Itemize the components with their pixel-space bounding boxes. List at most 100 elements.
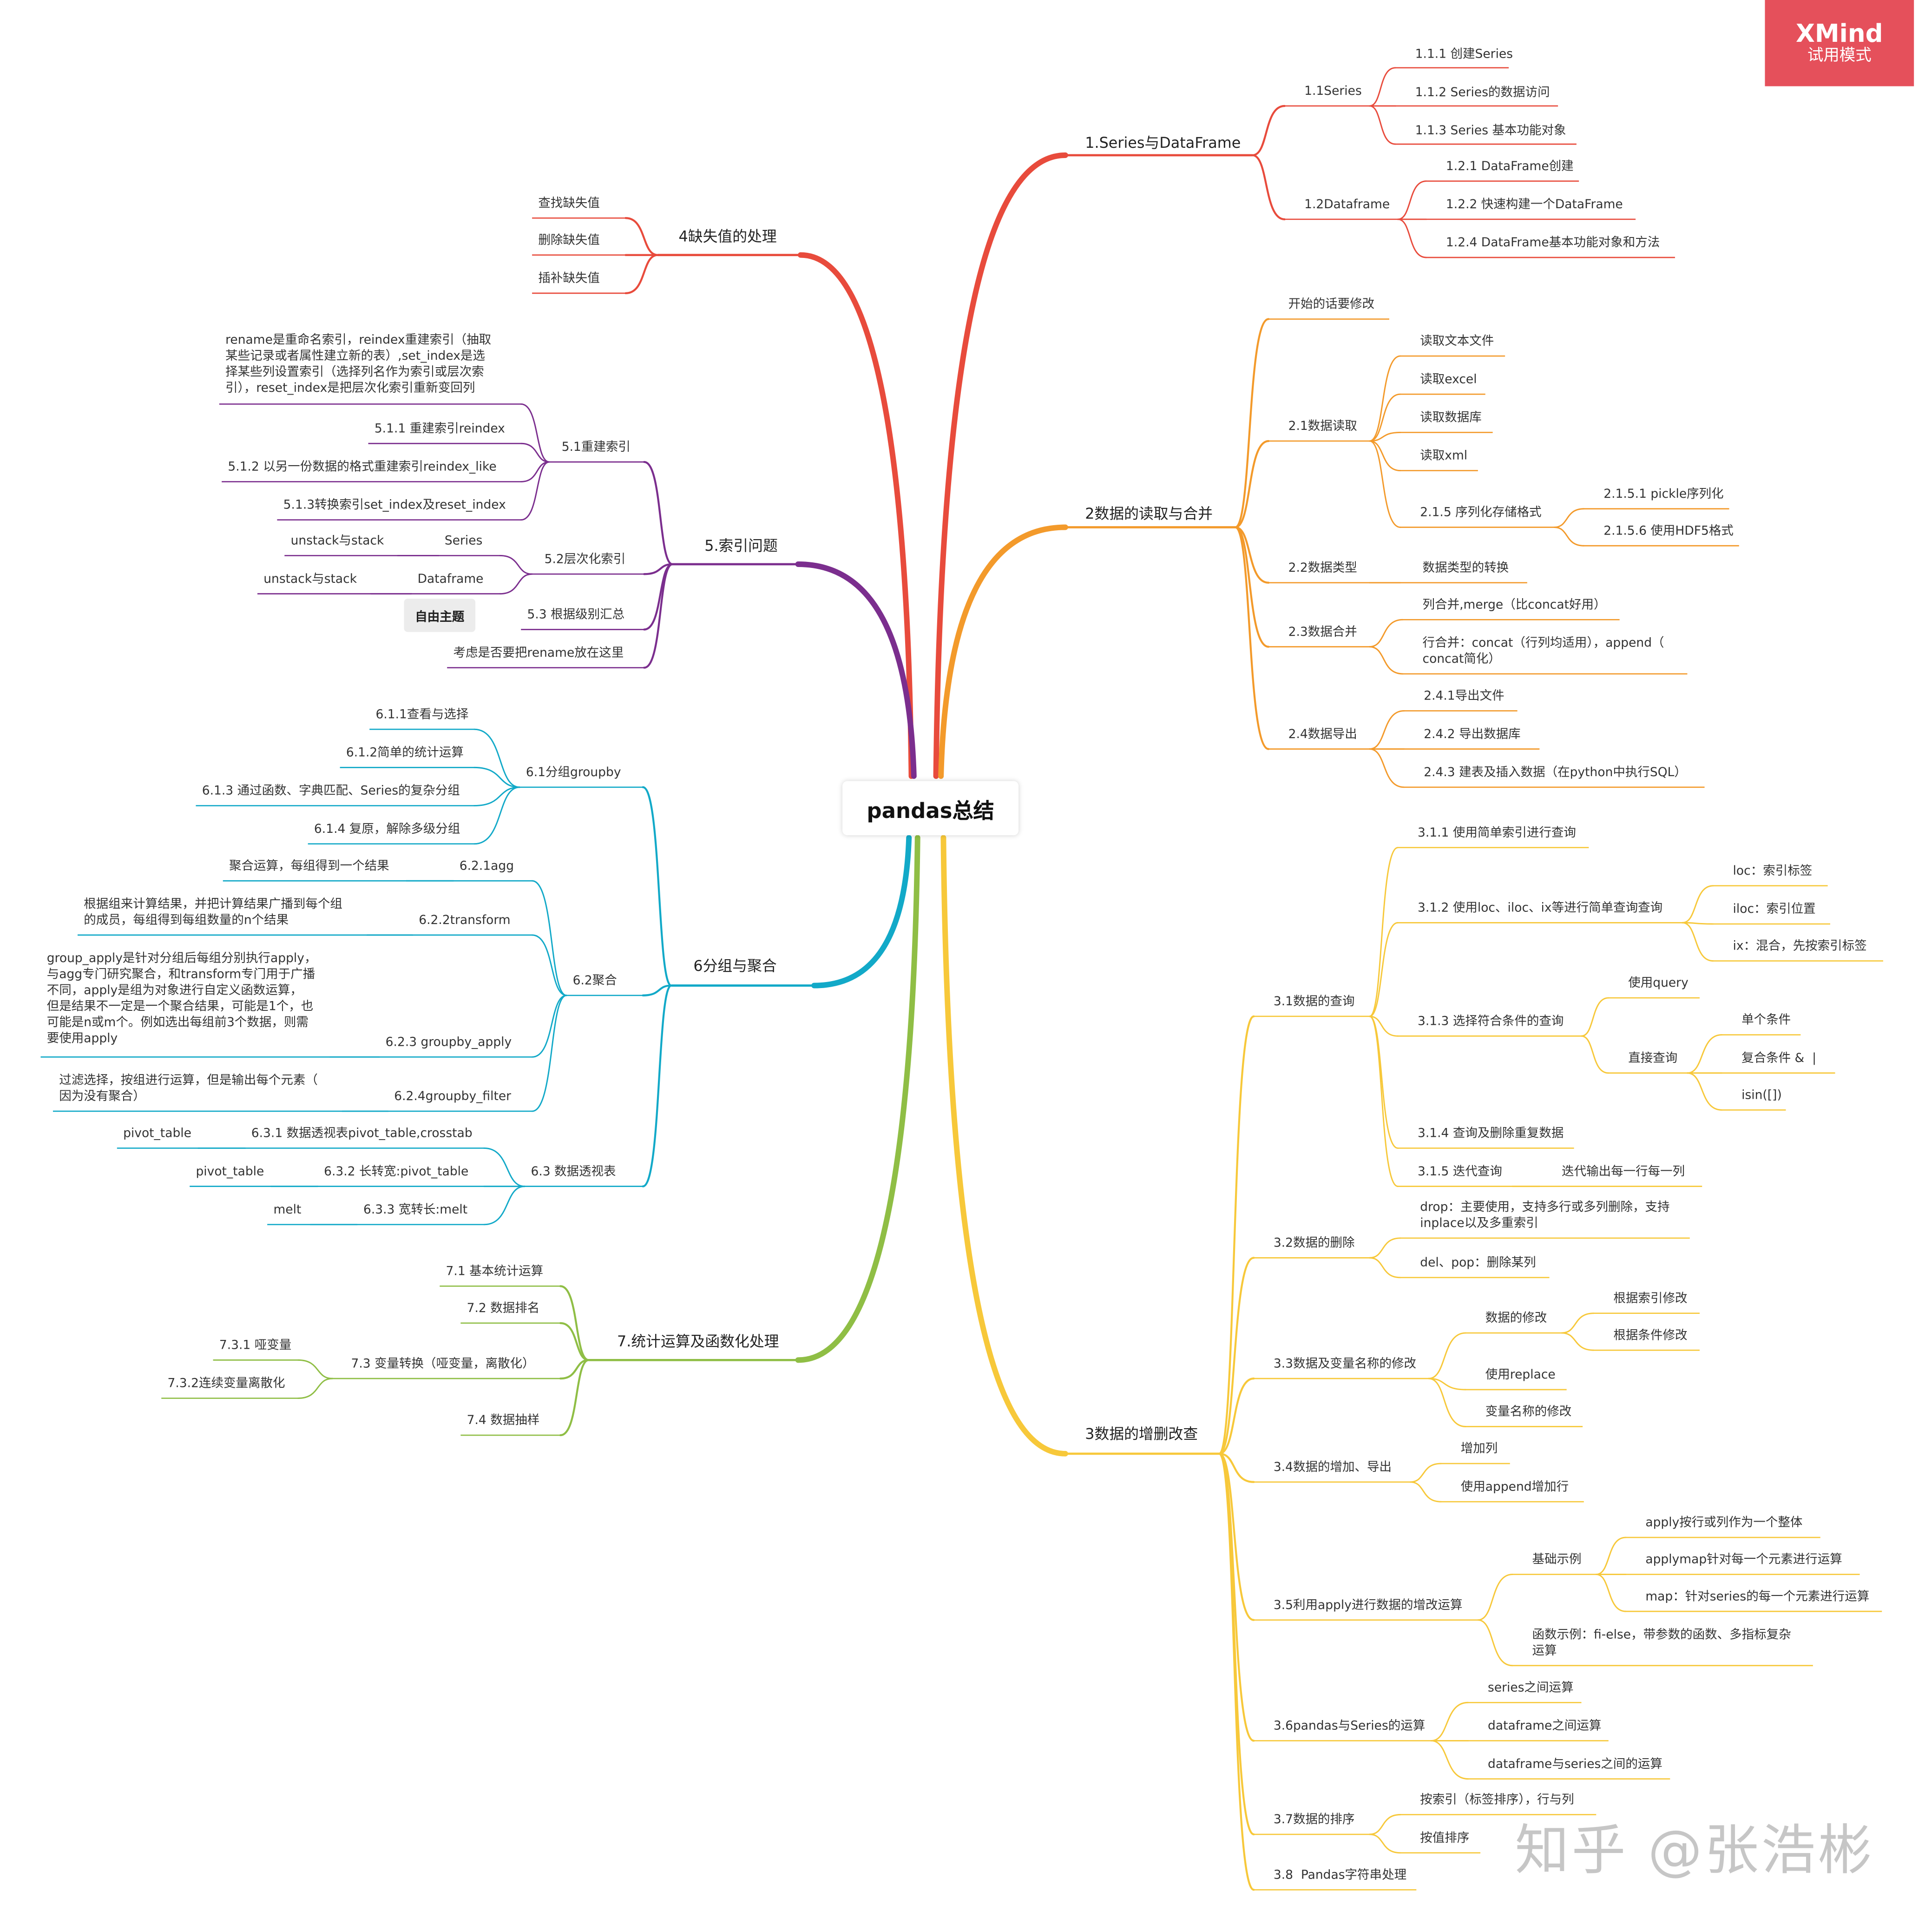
topic-b6-3[interactable]: 6.3 数据透视表 bbox=[531, 1165, 616, 1179]
topic-b3-5-1b[interactable]: applymap针对每一个元素进行运算 bbox=[1645, 1553, 1842, 1567]
topic-b3-3-2[interactable]: 使用replace bbox=[1485, 1368, 1556, 1383]
topic-b5-1-2[interactable]: 5.1.2 以另一份数据的格式重建索引reindex_like bbox=[228, 461, 497, 475]
topic-b1[interactable]: 1.Series与DataFrame bbox=[1085, 134, 1241, 152]
topic-b5-3[interactable]: 5.3 根据级别汇总 bbox=[527, 608, 625, 622]
topic-b1-2-1[interactable]: 1.2.1 DataFrame创建 bbox=[1445, 160, 1574, 174]
topic-b3-5-1c[interactable]: map：针对series的每一个元素进行运算 bbox=[1645, 1590, 1870, 1604]
topic-b3-1-3b1[interactable]: 单个条件 bbox=[1741, 1014, 1791, 1028]
topic-b2-1-2[interactable]: 读取excel bbox=[1420, 373, 1477, 387]
topic-b3-3[interactable]: 3.3数据及变量名称的修改 bbox=[1273, 1358, 1417, 1372]
topic-b3-1-3[interactable]: 3.1.3 选择符合条件的查询 bbox=[1417, 1015, 1564, 1029]
topic-b7-1[interactable]: 7.1 基本统计运算 bbox=[446, 1265, 544, 1279]
topic-b3-7-2[interactable]: 按值排序 bbox=[1420, 1832, 1470, 1846]
topic-b2[interactable]: 2数据的读取与合并 bbox=[1085, 505, 1213, 522]
topic-b2-3-1[interactable]: 列合并,merge（比concat好用） bbox=[1422, 599, 1606, 613]
topic-b3-3-1b[interactable]: 根据条件修改 bbox=[1613, 1329, 1688, 1343]
topic-b3-4-1[interactable]: 增加列 bbox=[1460, 1442, 1498, 1457]
topic-b6-2-2a[interactable]: 根据组来计算结果，并把计算结果广播到每个组 的成员，每组得到每组数量的n个结果 bbox=[84, 898, 342, 928]
topic-b3-1-3a[interactable]: 使用query bbox=[1628, 977, 1688, 991]
topic-b2-4-3[interactable]: 2.4.3 建表及插入数据（在python中执行SQL） bbox=[1424, 766, 1687, 780]
topic-b3-1-2b[interactable]: iloc：索引位置 bbox=[1733, 903, 1816, 917]
topic-b6-1-1[interactable]: 6.1.1查看与选择 bbox=[375, 708, 469, 722]
topic-b3-5-2[interactable]: 函数示例：fi-else，带参数的函数、多指标复杂 运算 bbox=[1532, 1629, 1791, 1658]
topic-b7-3[interactable]: 7.3 变量转换（哑变量，离散化） bbox=[351, 1358, 535, 1372]
topic-b3-6[interactable]: 3.6pandas与Series的运算 bbox=[1273, 1720, 1426, 1734]
topic-b1-1[interactable]: 1.1Series bbox=[1304, 85, 1362, 99]
topic-b2-1-5-6[interactable]: 2.1.5.6 使用HDF5格式 bbox=[1603, 525, 1734, 539]
topic-b5-2-2[interactable]: Dataframe bbox=[417, 573, 484, 587]
topic-b5-4[interactable]: 考虑是否要把rename放在这里 bbox=[453, 646, 624, 660]
topic-b6-2-4a[interactable]: 过滤选择，按组进行运算，但是输出每个元素（ 因为没有聚合） bbox=[59, 1074, 318, 1104]
topic-b3-1-5a[interactable]: 迭代输出每一行每一列 bbox=[1562, 1165, 1685, 1179]
xmind-trial-badge[interactable]: XMind 试用模式 bbox=[1765, 0, 1914, 86]
topic-b6-3-3[interactable]: 6.3.3 宽转长:melt bbox=[363, 1203, 468, 1217]
topic-b6-2-3[interactable]: 6.2.3 groupby_apply bbox=[385, 1036, 512, 1050]
topic-b2-1-3[interactable]: 读取数据库 bbox=[1420, 411, 1482, 425]
topic-b2-1-4[interactable]: 读取xml bbox=[1420, 449, 1468, 463]
topic-b6-1-4[interactable]: 6.1.4 复原，解除多级分组 bbox=[314, 823, 460, 837]
topic-b5-1-1[interactable]: 5.1.1 重建索引reindex bbox=[374, 422, 505, 436]
topic-b6-3-3a[interactable]: melt bbox=[273, 1203, 302, 1217]
topic-b5[interactable]: 5.索引问题 bbox=[704, 537, 778, 554]
topic-b3-6-2[interactable]: dataframe之间运算 bbox=[1488, 1720, 1602, 1734]
topic-b3-5-1[interactable]: 基础示例 bbox=[1532, 1553, 1582, 1567]
topic-b6-3-1[interactable]: 6.3.1 数据透视表pivot_table,crosstab bbox=[251, 1127, 473, 1141]
topic-b2-3[interactable]: 2.3数据合并 bbox=[1288, 626, 1357, 640]
topic-b1-2-2[interactable]: 1.2.2 快速构建一个DataFrame bbox=[1445, 198, 1623, 212]
topic-b2-1-1[interactable]: 读取文本文件 bbox=[1420, 335, 1494, 349]
topic-b6-2-2[interactable]: 6.2.2transform bbox=[419, 914, 511, 928]
topic-b6-2-4[interactable]: 6.2.4groupby_filter bbox=[394, 1090, 512, 1104]
topic-b2-3-2[interactable]: 行合并：concat（行列均适用），append（ concat简化） bbox=[1422, 637, 1664, 667]
topic-b6-2-3a[interactable]: group_apply是针对分组后每组分别执行apply， 与agg专门研究聚合… bbox=[46, 952, 317, 1046]
topic-b6-3-2a[interactable]: pivot_table bbox=[196, 1165, 264, 1179]
topic-b3-5-1a[interactable]: apply按行或列作为一个整体 bbox=[1645, 1517, 1803, 1530]
central-topic[interactable]: pandas总结 bbox=[842, 781, 1019, 836]
topic-b3-2-2[interactable]: del、pop：删除某列 bbox=[1420, 1256, 1536, 1270]
topic-b6-3-2[interactable]: 6.3.2 长转宽:pivot_table bbox=[324, 1165, 469, 1179]
topic-b6-2-1[interactable]: 6.2.1agg bbox=[459, 860, 514, 874]
topic-b7-3-1[interactable]: 7.3.1 哑变量 bbox=[219, 1339, 292, 1353]
topic-b3-8[interactable]: 3.8 Pandas字符串处理 bbox=[1273, 1869, 1407, 1883]
topic-b1-1-1[interactable]: 1.1.1 创建Series bbox=[1415, 48, 1513, 62]
topic-b3-1-3b2[interactable]: 复合条件 & | bbox=[1741, 1052, 1816, 1066]
topic-b4[interactable]: 4缺失值的处理 bbox=[678, 228, 777, 245]
topic-b6-1-2[interactable]: 6.1.2简单的统计运算 bbox=[346, 746, 464, 760]
topic-b5-1-0[interactable]: rename是重命名索引，reindex重建索引（抽取 某些记录或者属性建立新的… bbox=[225, 334, 492, 396]
topic-b3-3-1a[interactable]: 根据索引修改 bbox=[1613, 1292, 1688, 1306]
topic-b3[interactable]: 3数据的增删改查 bbox=[1085, 1425, 1198, 1443]
topic-b3-1-3b3[interactable]: isin([]) bbox=[1741, 1089, 1782, 1103]
topic-b4-1[interactable]: 查找缺失值 bbox=[538, 197, 600, 211]
topic-b5-1[interactable]: 5.1重建索引 bbox=[561, 441, 631, 455]
topic-b2-4-1[interactable]: 2.4.1导出文件 bbox=[1424, 690, 1505, 704]
topic-b7-3-2[interactable]: 7.3.2连续变量离散化 bbox=[167, 1377, 285, 1391]
topic-b4-2[interactable]: 删除缺失值 bbox=[538, 234, 600, 248]
topic-b3-1[interactable]: 3.1数据的查询 bbox=[1273, 995, 1355, 1009]
topic-b6[interactable]: 6分组与聚合 bbox=[693, 957, 777, 975]
topic-b2-0[interactable]: 开始的话要修改 bbox=[1288, 298, 1375, 312]
topic-b3-3-3[interactable]: 变量名称的修改 bbox=[1485, 1405, 1572, 1419]
topic-b3-5[interactable]: 3.5利用apply进行数据的增改运算 bbox=[1273, 1599, 1463, 1613]
topic-b5-2[interactable]: 5.2层次化索引 bbox=[544, 553, 626, 567]
topic-b1-2[interactable]: 1.2Dataframe bbox=[1304, 198, 1390, 212]
topic-b3-4[interactable]: 3.4数据的增加、导出 bbox=[1273, 1461, 1392, 1475]
topic-b6-3-1a[interactable]: pivot_table bbox=[123, 1127, 191, 1141]
topic-b6-2[interactable]: 6.2聚合 bbox=[572, 974, 617, 988]
topic-b2-2[interactable]: 2.2数据类型 bbox=[1288, 561, 1357, 575]
topic-b7[interactable]: 7.统计运算及函数化处理 bbox=[617, 1333, 779, 1351]
topic-b3-1-3b[interactable]: 直接查询 bbox=[1628, 1052, 1678, 1066]
topic-b3-1-2[interactable]: 3.1.2 使用loc、iloc、ix等进行简单查询查询 bbox=[1417, 902, 1663, 916]
topic-b3-4-2[interactable]: 使用append增加行 bbox=[1460, 1481, 1569, 1495]
floating-topic[interactable]: 自由主题 bbox=[404, 599, 476, 632]
topic-b3-6-1[interactable]: series之间运算 bbox=[1488, 1681, 1574, 1695]
topic-b2-4-2[interactable]: 2.4.2 导出数据库 bbox=[1424, 728, 1521, 742]
topic-b3-2-1[interactable]: drop：主要使用，支持多行或多列删除，支持 inplace以及多重索引 bbox=[1420, 1201, 1670, 1231]
topic-b2-2-1[interactable]: 数据类型的转换 bbox=[1422, 561, 1509, 575]
topic-b1-2-4[interactable]: 1.2.4 DataFrame基本功能对象和方法 bbox=[1445, 236, 1660, 251]
topic-b3-7-1[interactable]: 按索引（标签排序），行与列 bbox=[1420, 1794, 1574, 1807]
topic-b6-1[interactable]: 6.1分组groupby bbox=[526, 766, 621, 780]
topic-b3-3-1[interactable]: 数据的修改 bbox=[1485, 1312, 1547, 1326]
topic-b3-6-3[interactable]: dataframe与series之间的运算 bbox=[1488, 1758, 1662, 1772]
topic-b6-2-1a[interactable]: 聚合运算，每组得到一个结果 bbox=[229, 860, 389, 874]
topic-b3-1-4[interactable]: 3.1.4 查询及删除重复数据 bbox=[1417, 1127, 1564, 1141]
topic-b7-4[interactable]: 7.4 数据抽样 bbox=[466, 1414, 540, 1428]
